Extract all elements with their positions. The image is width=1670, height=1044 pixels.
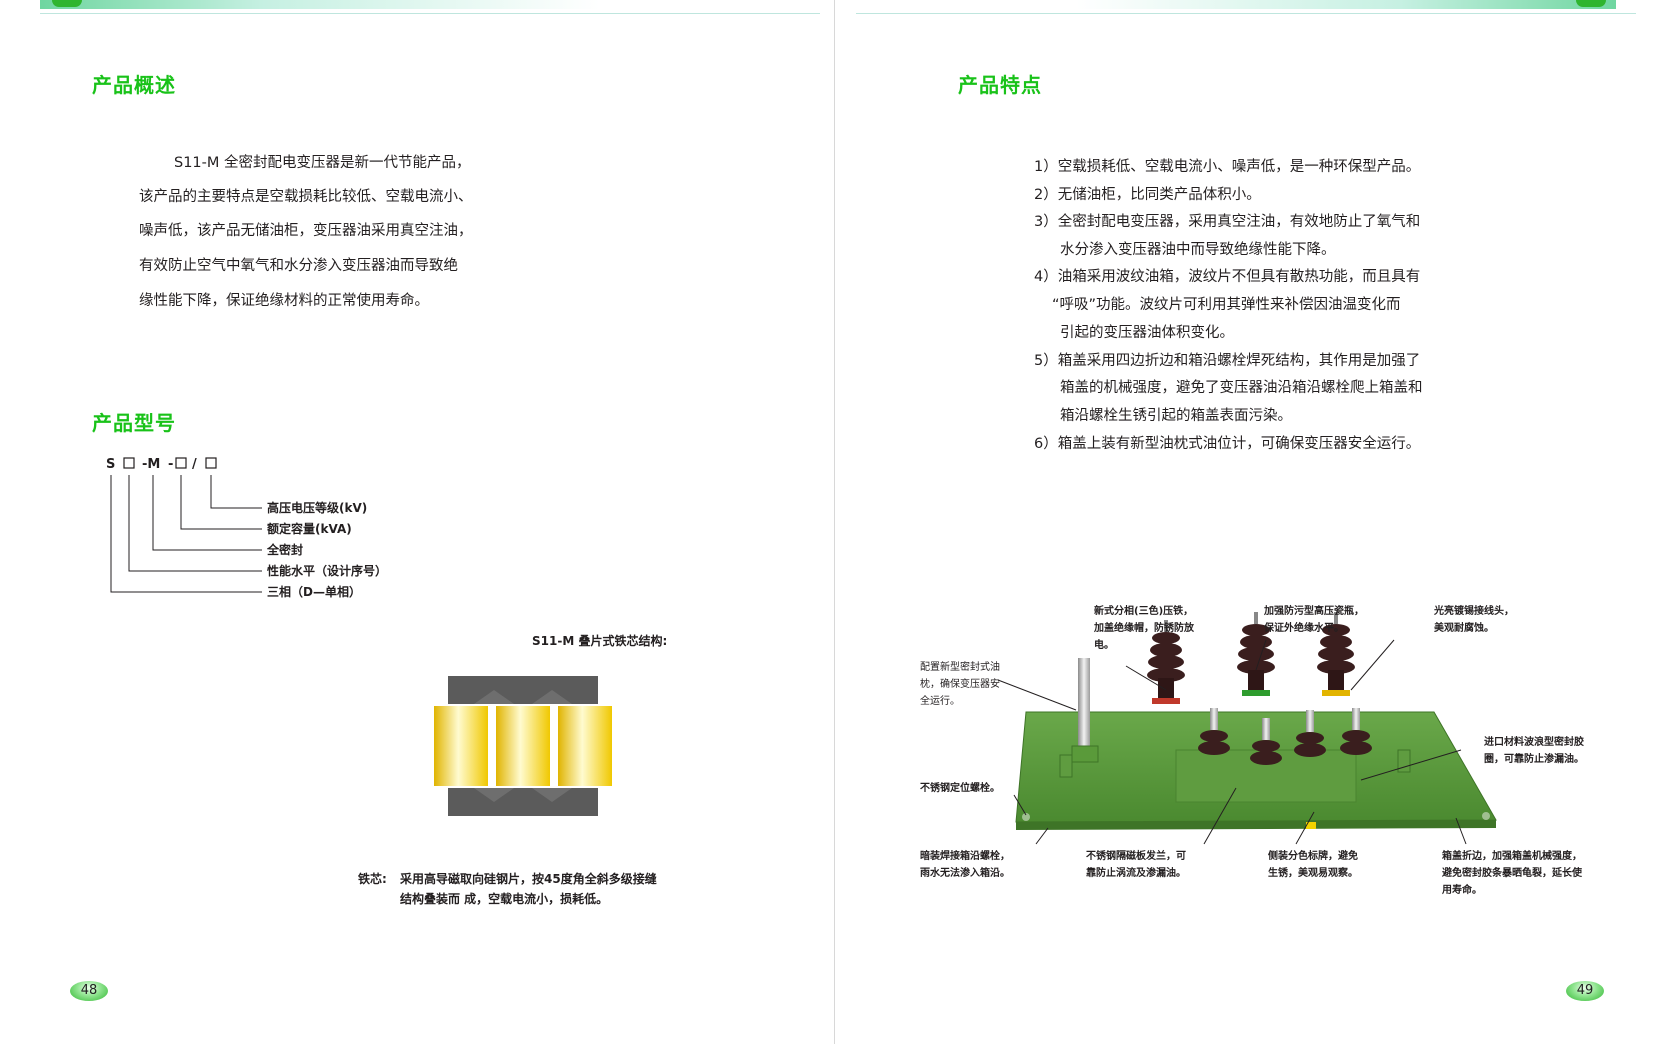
model-heading: 产品型号	[92, 411, 176, 435]
callout-terminal-line-1: 光亮镀锡接线头，	[1434, 606, 1514, 617]
legend-performance: 性能水平（设计序号）	[267, 564, 388, 578]
model-code-box-1	[123, 457, 135, 469]
callout-nameplate-line-1: 侧装分色标牌，避免	[1268, 851, 1358, 862]
callout-locating-bolt-line-1: 不锈钢定位螺栓。	[920, 783, 1000, 794]
feature-5: 5）箱盖采用四边折边和箱沿螺栓焊死结构，其作用是加强了	[1034, 353, 1421, 369]
corner-bolt-left	[1022, 813, 1030, 821]
callout-gauge: 配置新型密封式油 枕，确保变压器安 全运行。	[920, 659, 1000, 710]
callout-gasket: 进口材料波浪型密封胶 圈，可靠防止渗漏油。	[1484, 734, 1584, 768]
callout-weld-bolt: 暗装焊接箱沿螺栓， 雨水无法渗入箱沿。	[920, 848, 1010, 882]
legend-phase: 三相（D—单相）	[267, 585, 361, 599]
feature-4-cont-2: 引起的变压器油体积变化。	[1060, 325, 1234, 341]
callout-flange: 不锈钢隔磁板发兰，可 靠防止涡流及渗漏油。	[1086, 848, 1186, 882]
oil-gauge	[1078, 658, 1090, 750]
feature-5-cont-2: 箱沿螺栓生锈引起的箱盖表面污染。	[1060, 408, 1292, 424]
right-page: 产品特点 1）空载损耗低、空载电流小、噪声低，是一种环保型产品。 2）无储油柜，…	[836, 0, 1670, 1044]
model-code-diagram: S -M - /	[106, 457, 262, 593]
core-yoke-bottom	[448, 788, 598, 816]
feature-5-cont-1: 箱盖的机械强度，避免了变压器油沿箱沿螺栓爬上箱盖和	[1060, 380, 1423, 396]
callout-bushing-line-2: 保证外绝缘水平。	[1264, 623, 1344, 634]
legend-capacity: 额定容量(kVA)	[267, 522, 352, 536]
legend-sealed: 全密封	[267, 543, 304, 557]
corner-logo-mark	[52, 0, 82, 7]
corner-logo-mark-right	[1576, 0, 1606, 7]
overview-line-5: 缘性能下降，保证绝缘材料的正常使用寿命。	[139, 293, 429, 309]
callout-gasket-line-2: 圈，可靠防止渗漏油。	[1484, 754, 1584, 765]
lv-bushings	[1198, 708, 1372, 765]
legend-voltage: 高压电压等级(kV)	[267, 501, 368, 515]
model-code-box-3	[205, 457, 217, 469]
page-number-left: 48	[70, 981, 108, 1001]
model-code-box-2	[175, 457, 187, 469]
callout-gauge-line-3: 全运行。	[920, 696, 960, 707]
model-code-m: -M	[142, 457, 160, 472]
callout-nameplate-line-2: 生锈，美观易观察。	[1268, 868, 1358, 879]
model-code-s: S	[106, 457, 115, 472]
core-caption: S11-M 叠片式铁芯结构:	[532, 634, 668, 648]
core-note-line-2: 结构叠装而 成，空载电流小，损耗低。	[400, 892, 609, 906]
feature-6: 6）箱盖上装有新型油枕式油位计，可确保变压器安全运行。	[1034, 436, 1421, 452]
lifting-bracket-left	[1059, 754, 1073, 778]
corner-bolt-right	[1482, 812, 1490, 820]
colour-nameplate	[1306, 822, 1316, 829]
callout-clamp-line-2: 加盖绝缘帽，防锈防放	[1094, 623, 1194, 634]
core-note-line-1: 采用高导磁取向硅钢片，按45度角全斜多级接缝	[400, 872, 657, 886]
callout-gasket-line-1: 进口材料波浪型密封胶	[1484, 737, 1584, 748]
callout-nameplate: 侧装分色标牌，避免 生锈，美观易观察。	[1268, 848, 1358, 882]
callout-flange-line-1: 不锈钢隔磁板发兰，可	[1086, 851, 1186, 862]
callout-cover-edge-line-1: 箱盖折边，加强箱盖机械强度，	[1442, 851, 1582, 862]
callout-cover-edge-line-2: 避免密封胶条暴晒龟裂，延长使	[1442, 868, 1582, 879]
overview-line-4: 有效防止空气中氧气和水分渗入变压器油而导致绝	[139, 258, 458, 274]
callout-clamp-line-1: 新式分相(三色)压铁，	[1094, 606, 1194, 617]
overview-line-3: 噪声低，该产品无储油柜，变压器油采用真空注油，	[139, 223, 473, 239]
model-code-dash: -	[168, 457, 173, 472]
feature-3-cont: 水分渗入变压器油中而导致绝缘性能下降。	[1060, 242, 1336, 258]
top-decoration-band-right	[1076, 0, 1616, 9]
top-rule-right	[856, 13, 1636, 14]
feature-1: 1）空载损耗低、空载电流小、噪声低，是一种环保型产品。	[1034, 159, 1421, 175]
overview-line-1: S11-M 全密封配电变压器是新一代节能产品，	[174, 155, 471, 171]
core-coil-left	[434, 706, 488, 786]
overview-heading: 产品概述	[92, 73, 176, 97]
core-coil-middle	[496, 706, 550, 786]
page-number-right: 49	[1566, 981, 1604, 1001]
core-coil-right	[558, 706, 612, 786]
left-page: 产品概述 S11-M 全密封配电变压器是新一代节能产品， 该产品的主要特点是空载…	[40, 0, 835, 1044]
model-code-slash: /	[192, 457, 197, 472]
feature-4-cont-1: “呼吸”功能。波纹片可利用其弹性来补偿因油温变化而	[1052, 297, 1401, 313]
callout-cover-edge: 箱盖折边，加强箱盖机械强度， 避免密封胶条暴晒龟裂，延长使 用寿命。	[1442, 848, 1582, 899]
hv-bushings	[1147, 612, 1355, 704]
callout-terminal-line-2: 美观耐腐蚀。	[1434, 623, 1494, 634]
features-heading: 产品特点	[958, 73, 1042, 97]
callout-clamp: 新式分相(三色)压铁， 加盖绝缘帽，防锈防放 电。	[1094, 603, 1194, 654]
callout-locating-bolt: 不锈钢定位螺栓。	[920, 780, 1000, 797]
callout-bushing: 加强防污型高压瓷瓶， 保证外绝缘水平。	[1264, 603, 1364, 637]
feature-3: 3）全密封配电变压器，采用真空注油，有效地防止了氧气和	[1034, 214, 1421, 230]
callout-weld-bolt-line-1: 暗装焊接箱沿螺栓，	[920, 851, 1010, 862]
callout-weld-bolt-line-2: 雨水无法渗入箱沿。	[920, 868, 1010, 879]
overview-line-2: 该产品的主要特点是空载损耗比较低、空载电流小、	[139, 189, 473, 205]
top-decoration-band	[40, 0, 600, 9]
callout-gauge-line-1: 配置新型密封式油	[920, 662, 1000, 673]
cover-plate-edge	[1016, 820, 1496, 830]
transformer-cover-illustration	[997, 612, 1497, 845]
core-note-label: 铁芯:	[358, 872, 387, 886]
callout-cover-edge-line-3: 用寿命。	[1442, 885, 1482, 896]
callout-flange-line-2: 靠防止涡流及渗漏油。	[1086, 868, 1186, 879]
top-rule	[40, 13, 820, 14]
callout-gauge-line-2: 枕，确保变压器安	[920, 679, 1000, 690]
core-yoke-top	[448, 676, 598, 704]
core-illustration	[434, 676, 612, 816]
callout-clamp-line-3: 电。	[1094, 640, 1114, 651]
callout-bushing-line-1: 加强防污型高压瓷瓶，	[1264, 606, 1364, 617]
callout-terminal: 光亮镀锡接线头， 美观耐腐蚀。	[1434, 603, 1514, 637]
feature-4: 4）油箱采用波纹油箱，波纹片不但具有散热功能，而且具有	[1034, 269, 1421, 285]
feature-2: 2）无储油柜，比同类产品体积小。	[1034, 187, 1261, 203]
